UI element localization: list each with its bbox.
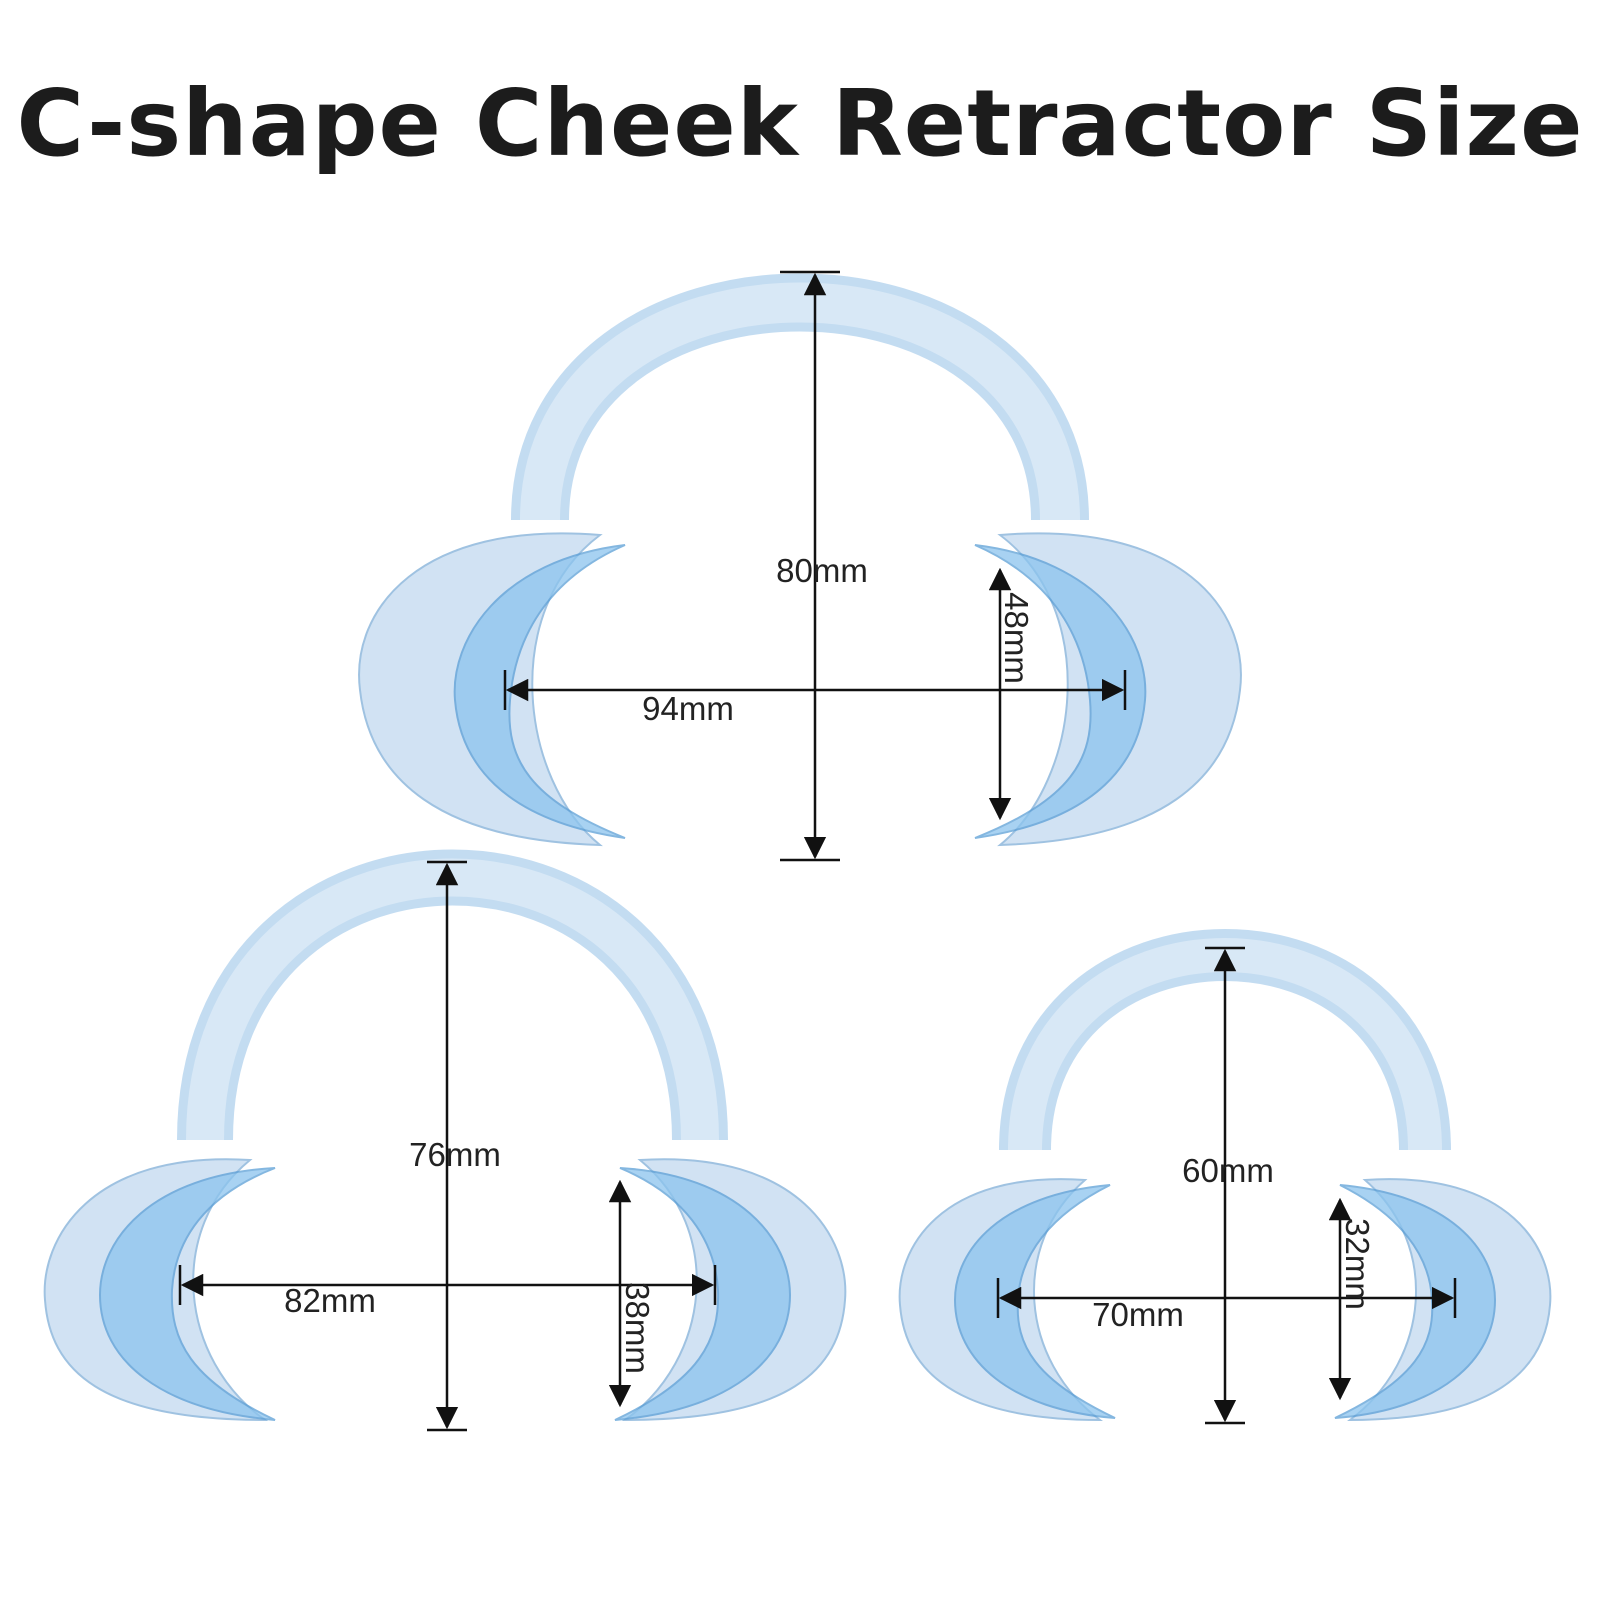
width-label-large: 94mm xyxy=(642,690,734,727)
width-label-medium: 82mm xyxy=(284,1282,376,1319)
retractor-large: 80mm 94mm 48mm xyxy=(358,270,1242,862)
width-label-small: 70mm xyxy=(1092,1296,1184,1333)
opening-label-small: 32mm xyxy=(1339,1218,1376,1310)
dimension-lines-small xyxy=(996,946,1457,1425)
height-label-medium: 76mm xyxy=(409,1136,501,1173)
dimension-lines-medium xyxy=(178,860,717,1432)
height-label-small: 60mm xyxy=(1182,1152,1274,1189)
retractor-medium-arch xyxy=(177,849,728,1141)
height-label-large: 80mm xyxy=(776,552,868,589)
retractor-small-left-flange xyxy=(898,1178,1116,1422)
opening-label-medium: 38mm xyxy=(619,1282,656,1374)
opening-label-large: 48mm xyxy=(998,592,1035,684)
dimension-lines-large xyxy=(503,270,1127,862)
retractor-small: 60mm 70mm 32mm xyxy=(898,929,1552,1425)
page-title: C-shape Cheek Retractor Size xyxy=(16,70,1584,177)
retractor-medium-left-flange xyxy=(43,1158,276,1422)
retractor-large-arch-edge xyxy=(520,282,1080,521)
retractor-medium: 76mm 82mm 38mm xyxy=(43,849,847,1432)
